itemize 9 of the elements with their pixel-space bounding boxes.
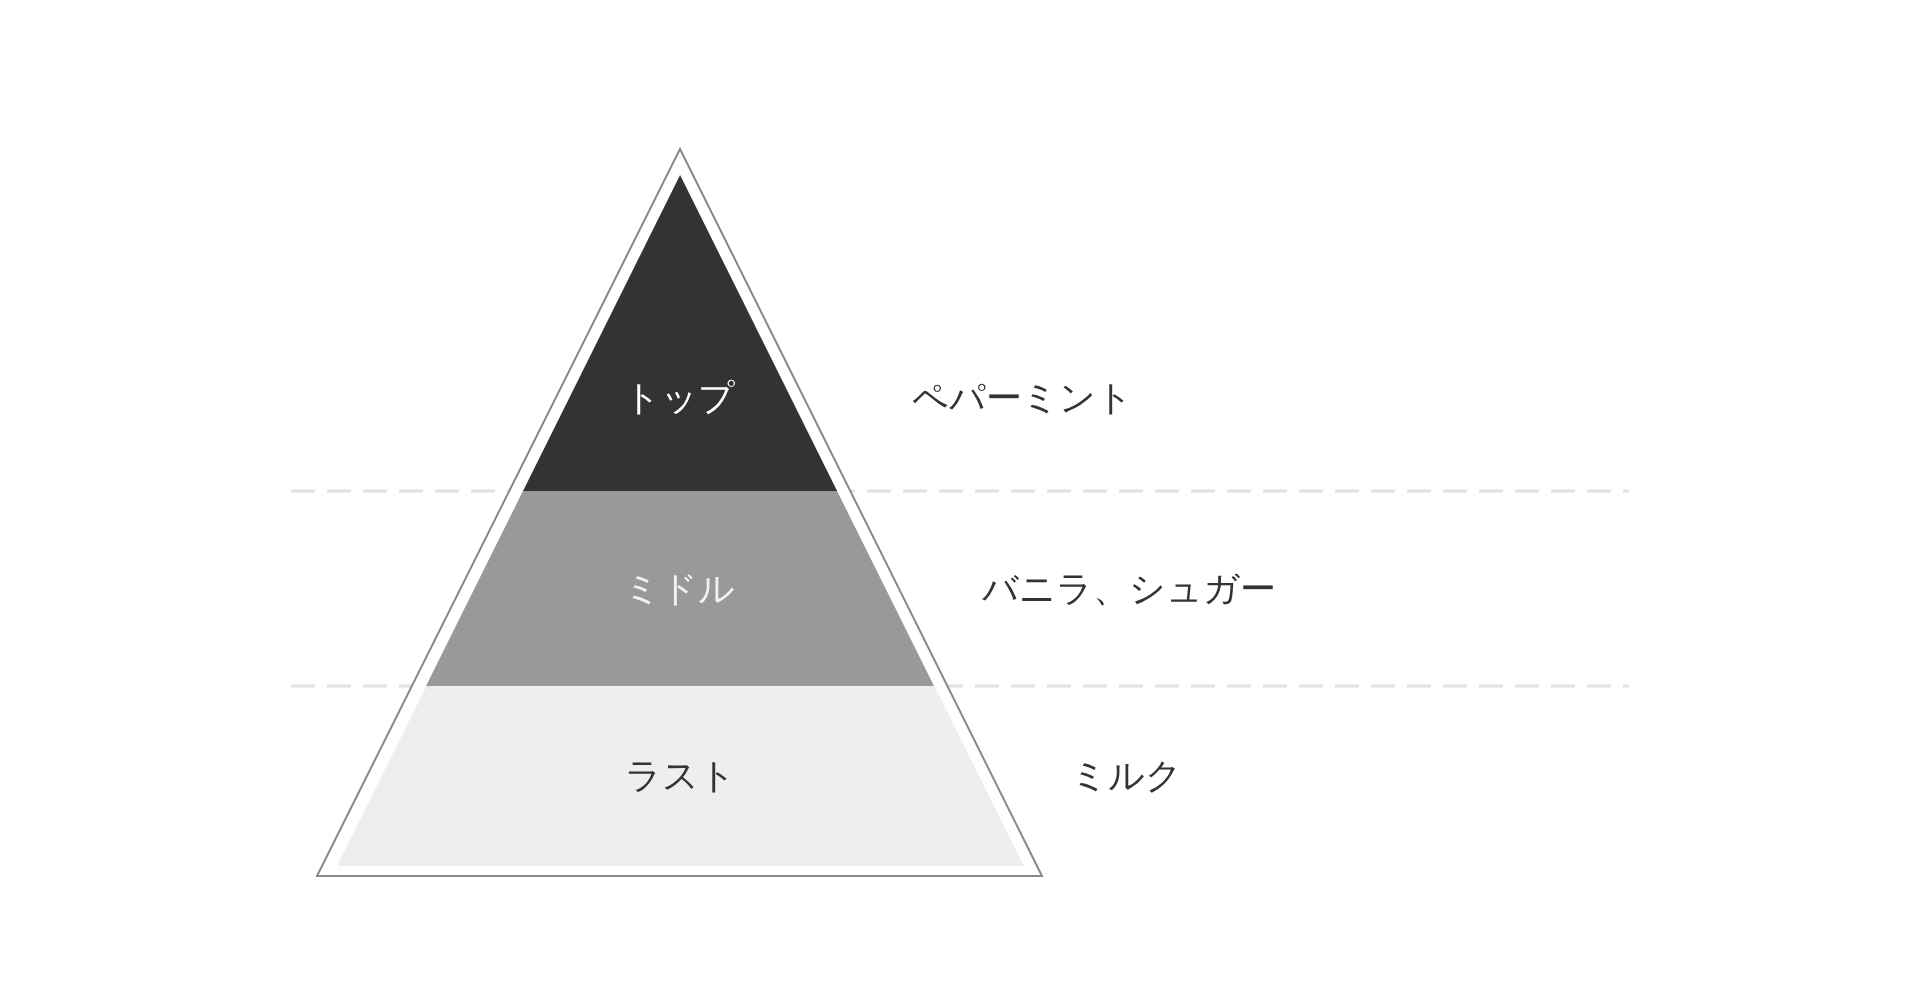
note-text: バニラ、シュガー	[982, 566, 1276, 610]
pyramid-tier	[336, 686, 1024, 866]
tier-label: ミドル	[624, 566, 736, 610]
pyramid-tier	[522, 175, 838, 491]
tier-label: ラスト	[624, 753, 736, 798]
pyramid-tier	[425, 491, 934, 686]
note-text: ミルク	[1071, 753, 1182, 798]
note-text: ペパーミント	[912, 375, 1133, 420]
tier-label: トップ	[624, 375, 736, 420]
